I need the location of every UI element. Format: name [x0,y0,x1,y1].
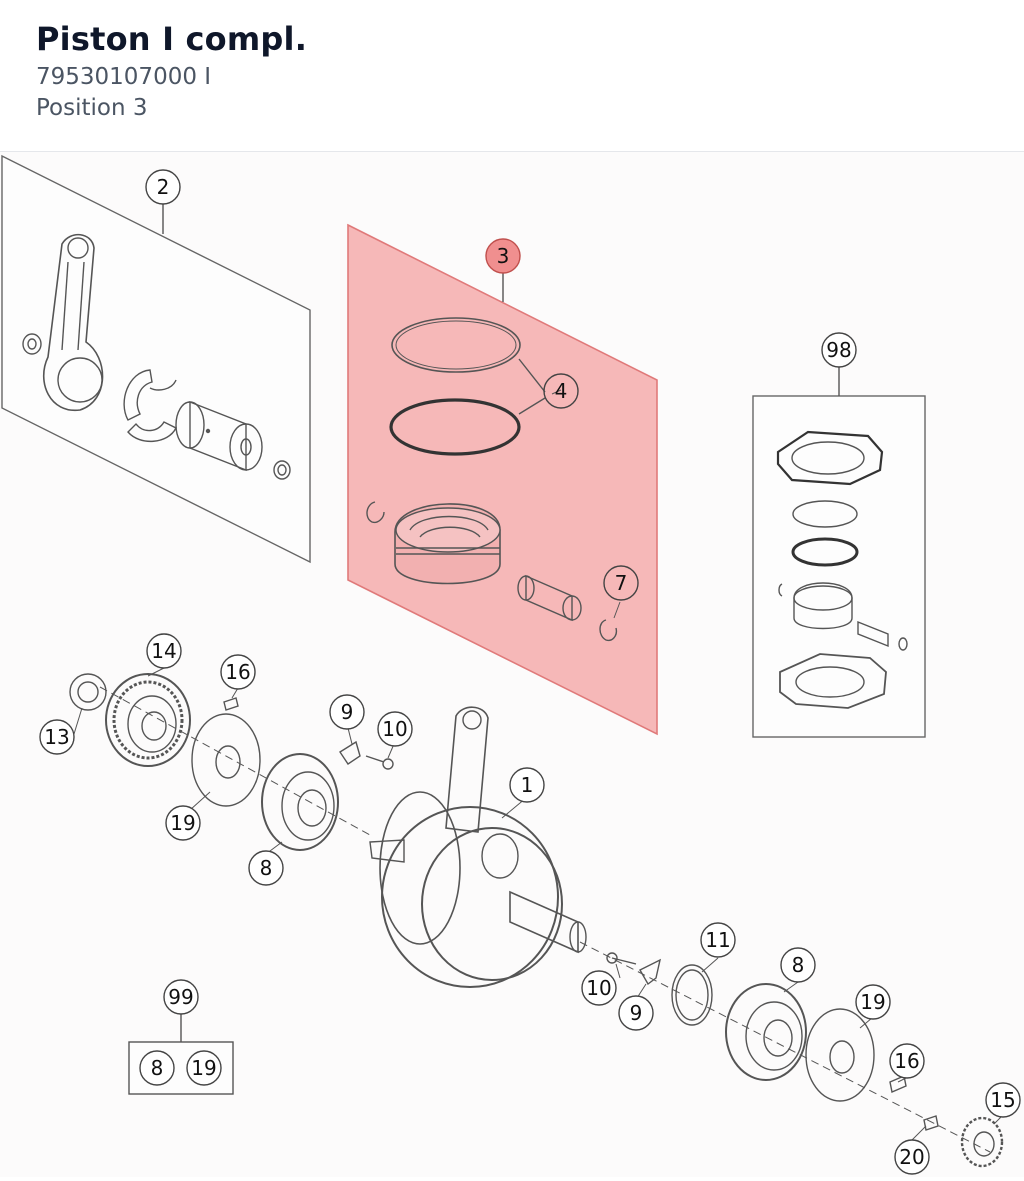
callout-1: 1 [509,767,545,803]
callout-13: 13 [39,719,75,755]
svg-text:3: 3 [497,244,510,268]
svg-text:4: 4 [555,379,568,403]
callout-99-item-8: 8 [139,1050,175,1086]
crankshaft-assembly [69,673,1004,1168]
svg-text:98: 98 [826,338,851,362]
svg-text:20: 20 [899,1145,924,1169]
top-end-kit-panel [752,367,926,738]
svg-text:7: 7 [615,571,628,595]
part-position: Position 3 [36,95,148,121]
diagram-svg: 2 3 4 7 98 14 16 13 [1,154,1021,1175]
svg-text:10: 10 [586,976,611,1000]
svg-text:8: 8 [151,1056,164,1080]
callout-10-right: 10 [581,970,617,1006]
callout-99: 99 [163,979,199,1015]
callout-15: 15 [985,1082,1021,1118]
callout-20: 20 [894,1139,930,1175]
svg-text:16: 16 [894,1049,919,1073]
svg-text:8: 8 [260,856,273,880]
svg-text:9: 9 [341,700,354,724]
svg-text:19: 19 [170,811,195,835]
callout-14: 14 [146,633,182,669]
svg-text:10: 10 [382,717,407,741]
callout-8-left: 8 [248,850,284,886]
svg-text:14: 14 [151,639,176,663]
callout-16-right: 16 [889,1043,925,1079]
callout-10-left: 10 [377,711,413,747]
svg-text:8: 8 [792,953,805,977]
svg-text:19: 19 [860,990,885,1014]
piston-set-panel-highlighted [347,223,658,736]
svg-text:16: 16 [225,660,250,684]
callout-8-right: 8 [780,947,816,983]
callout-4: 4 [543,373,579,409]
bearing-kit-box [128,1014,234,1095]
callout-3-highlighted: 3 [485,238,521,274]
conrod-set-panel [1,154,311,564]
callout-7: 7 [603,565,639,601]
page-header: Piston I compl. 79530107000 I Position 3 [0,0,1024,152]
callout-16-top: 16 [220,654,256,690]
svg-text:1: 1 [521,773,534,797]
svg-text:15: 15 [990,1088,1015,1112]
svg-text:11: 11 [705,928,730,952]
callout-98: 98 [821,332,857,368]
callout-19-left: 19 [165,805,201,841]
callout-99-item-19: 19 [186,1050,222,1086]
part-title: Piston I compl. [36,20,308,58]
callout-9-left: 9 [329,694,365,730]
svg-text:9: 9 [630,1001,643,1025]
svg-text:2: 2 [157,175,170,199]
part-number: 79530107000 I [36,64,212,90]
exploded-parts-diagram: 2 3 4 7 98 14 16 13 [0,152,1024,1177]
callout-19-right: 19 [855,984,891,1020]
callout-2: 2 [145,169,181,205]
callout-11: 11 [700,922,736,958]
svg-text:19: 19 [191,1056,216,1080]
svg-text:99: 99 [168,985,193,1009]
svg-text:13: 13 [44,725,69,749]
callout-9-right: 9 [618,995,654,1031]
